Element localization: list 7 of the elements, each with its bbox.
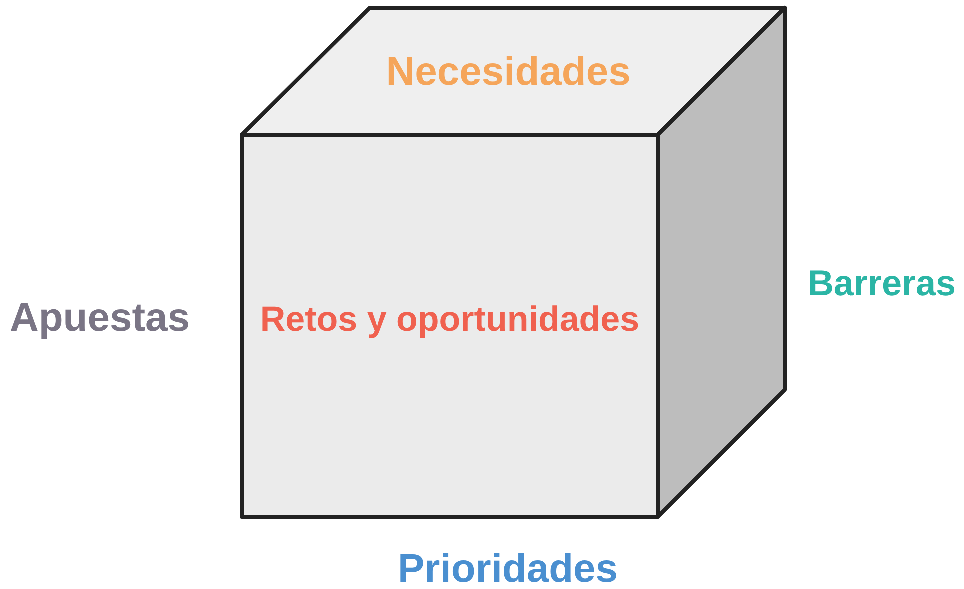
cube-side-face (654, 4, 790, 522)
cube-front-face (240, 133, 660, 519)
face-label: Necesidades (386, 48, 631, 94)
dimension-label: Prioridades (398, 546, 618, 589)
dimension-label: Barreras (808, 262, 956, 304)
dimension-label: Apuestas (10, 295, 190, 341)
face-label: Retos y oportunidades (260, 300, 640, 340)
